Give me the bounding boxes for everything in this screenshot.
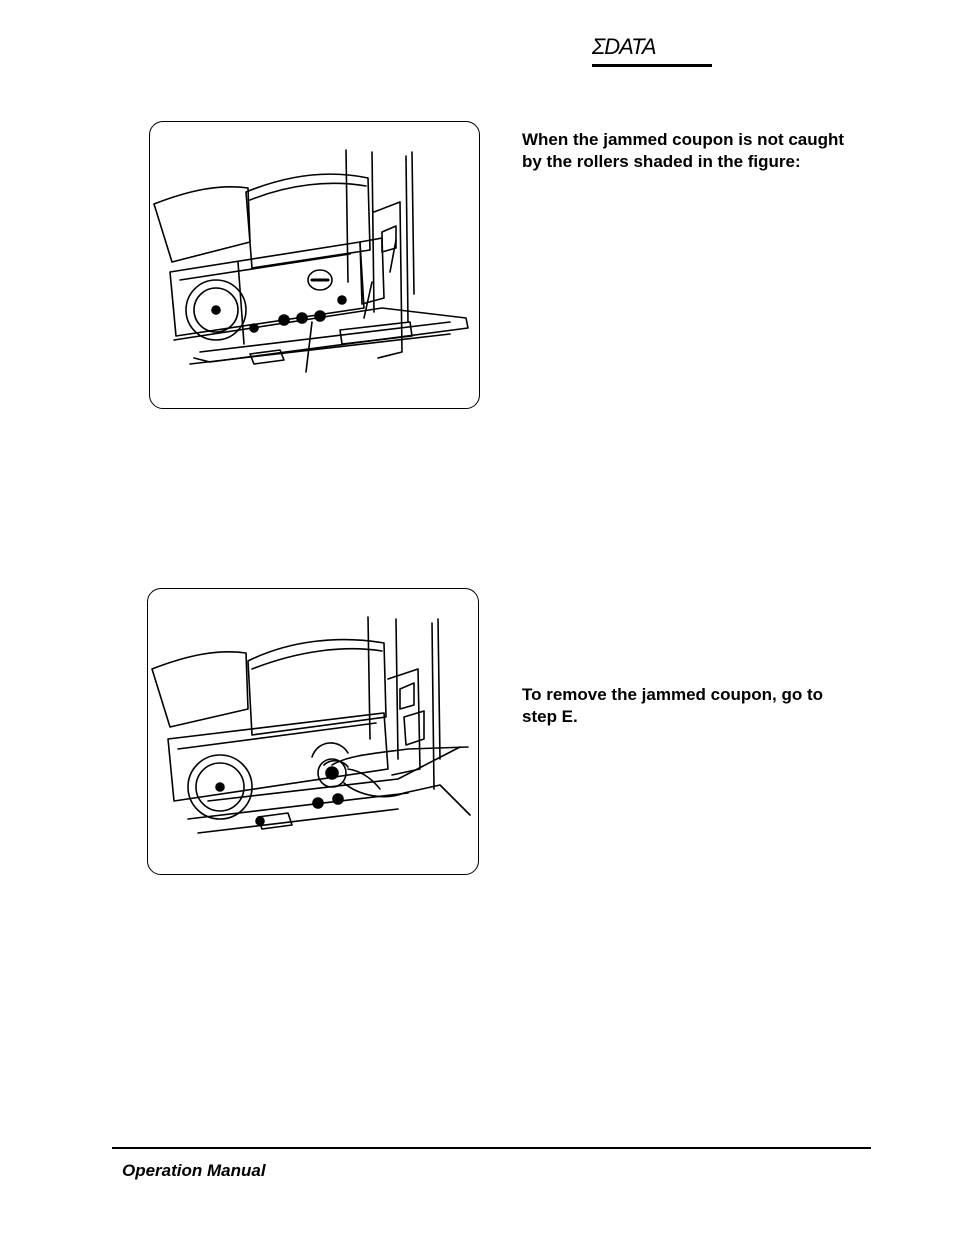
sigma-data-logo: ΣDATA <box>592 34 712 70</box>
step-text-go-to-step-e: To remove the jammed coupon, go to step … <box>522 685 823 726</box>
footer-divider <box>112 1147 871 1149</box>
printer-rollers-illustration <box>153 149 469 373</box>
logo-underline <box>592 64 712 67</box>
logo-text: ΣDATA <box>592 34 657 59</box>
step-text-not-caught: When the jammed coupon is not caught by … <box>522 130 845 171</box>
hand-turning-knob-illustration <box>151 616 471 834</box>
figure-jammed-coupon-rollers <box>149 121 480 409</box>
figure-remove-jammed-coupon <box>147 588 479 875</box>
footer-label: Operation Manual <box>122 1161 266 1180</box>
